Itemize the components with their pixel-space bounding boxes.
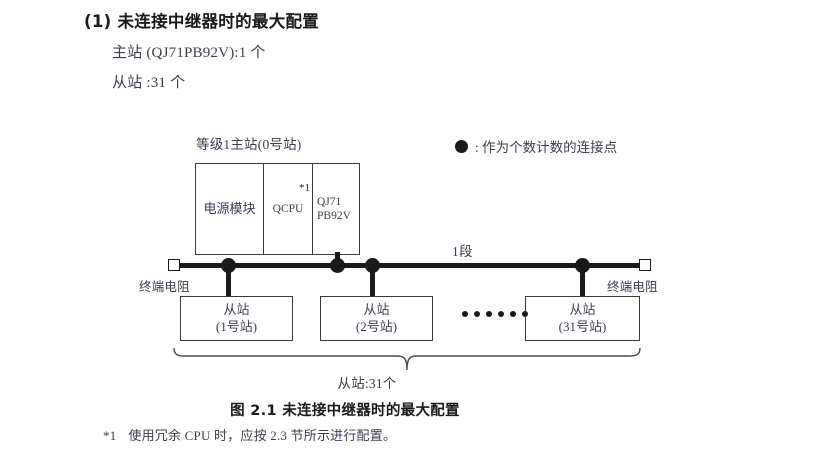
heading-block: (1) 未连接中继器时的最大配置 主站 (QJ71PB92V):1 个 从站 :… [84, 8, 724, 92]
slave-station-box-31: 从站 (31号站) [525, 296, 640, 341]
ellipsis-dot [498, 311, 504, 317]
network-module-line2: PB92V [317, 210, 351, 222]
terminating-resistor-right-label: 终端电阻 [607, 280, 658, 294]
connection-node-3 [575, 258, 590, 273]
footnote-text: 使用冗余 CPU 时，应按 2.3 节所示进行配置。 [128, 428, 397, 443]
ellipsis-dot [510, 311, 516, 317]
slave-group-brace [172, 347, 642, 372]
slave-1-station: (1号站) [215, 318, 258, 334]
network-module-line1: QJ71 [317, 195, 342, 208]
slave-station-box-1: 从站 (1号站) [180, 296, 293, 341]
figure-caption: 图 2.1 未连接中继器时的最大配置 [230, 403, 460, 419]
legend-label: : 作为个数计数的连接点 [475, 140, 618, 155]
master-station-label: 等级1主站(0号站) [196, 137, 302, 152]
slave-station-box-2: 从站 (2号站) [320, 296, 433, 341]
footnote-mark: *1 [103, 428, 117, 443]
slave-2-station: (2号站) [355, 318, 398, 334]
qcpu-cell: QCPU *1 [264, 164, 313, 254]
slave-2-name: 从站 [363, 301, 390, 317]
legend: : 作为个数计数的连接点 [455, 136, 617, 156]
ellipsis-dots [462, 311, 528, 317]
filled-circle-icon [455, 139, 468, 153]
slave-1-drop-line [226, 266, 231, 297]
page-title: (1) 未连接中继器时的最大配置 [84, 12, 320, 31]
power-supply-cell: 电源模块 [196, 164, 264, 254]
master-station-module: 电源模块 QCPU *1 QJ71 PB92V [195, 163, 360, 255]
connection-node-master [330, 258, 345, 273]
connection-node-2 [365, 258, 380, 273]
slave-total-label: 从站:31个 [337, 376, 397, 391]
segment-count-label: 1段 [452, 244, 473, 259]
ellipsis-dot [486, 311, 492, 317]
master-drop-line [335, 252, 340, 268]
slave-31-name: 从站 [569, 301, 596, 317]
connection-node-1 [221, 258, 236, 273]
terminating-resistor-left [168, 259, 180, 271]
qcpu-footnote-mark: *1 [299, 182, 310, 194]
terminating-resistor-left-label: 终端电阻 [139, 280, 190, 294]
ellipsis-dot [462, 311, 468, 317]
bus-trunk-line [176, 263, 646, 268]
network-module-cell: QJ71 PB92V [313, 164, 359, 254]
ellipsis-dot [474, 311, 480, 317]
slave-2-drop-line [370, 266, 375, 297]
slave-31-drop-line [580, 266, 585, 297]
spec-line-slave: 从站 :31 个 [112, 75, 186, 91]
terminating-resistor-right [639, 259, 651, 271]
spec-line-master: 主站 (QJ71PB92V):1 个 [112, 45, 266, 61]
qcpu-label: QCPU [272, 202, 304, 215]
footnote: *1 使用冗余 CPU 时，应按 2.3 节所示进行配置。 [103, 425, 396, 444]
ellipsis-dot [522, 311, 528, 317]
slave-1-name: 从站 [223, 301, 250, 317]
brace-icon [173, 347, 641, 371]
slave-31-station: (31号站) [558, 318, 607, 334]
